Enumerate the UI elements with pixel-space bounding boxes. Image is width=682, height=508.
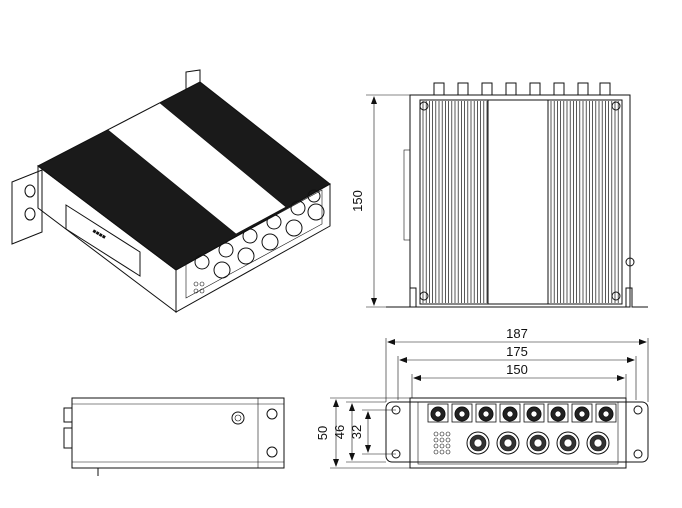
- dim-187: 187: [506, 326, 528, 341]
- heatsink-fins-left: [422, 101, 488, 303]
- dim-32: 32: [349, 425, 364, 439]
- led-dot: [445, 437, 451, 443]
- svg-text:■■■■: ■■■■: [91, 229, 107, 242]
- led-dot: [439, 443, 445, 449]
- dim-175: 175: [506, 344, 528, 359]
- front-port-bottom: [466, 431, 490, 455]
- dim-46: 46: [332, 425, 347, 439]
- bottom-view: [63, 397, 285, 476]
- side-view: 150: [350, 82, 648, 308]
- led-dot: [433, 449, 439, 455]
- front-port-top: [523, 403, 545, 423]
- front-port-top: [451, 403, 473, 423]
- led-dot: [445, 443, 451, 449]
- front-port-bottom: [586, 431, 610, 455]
- led-indicator-grid: [433, 431, 451, 455]
- led-dot: [439, 431, 445, 437]
- front-port-top: [499, 403, 521, 423]
- led-dot: [433, 437, 439, 443]
- front-port-bottom: [496, 431, 520, 455]
- dim-150-front: 150: [506, 362, 528, 377]
- front-port-bottom: [556, 431, 580, 455]
- front-port-top: [547, 403, 569, 423]
- led-dot: [439, 449, 445, 455]
- front-ports-top-row: [427, 403, 617, 423]
- dim-150-side: 150: [350, 190, 365, 212]
- iso-ports: [193, 189, 325, 294]
- dim-50: 50: [315, 426, 330, 440]
- front-port-top: [571, 403, 593, 423]
- led-dot: [433, 431, 439, 437]
- front-port-bottom: [526, 431, 550, 455]
- front-port-top: [427, 403, 449, 423]
- heatsink-fins-right: [550, 101, 619, 303]
- front-port-top: [475, 403, 497, 423]
- front-view: 187 175 150 50 46 32: [315, 326, 649, 469]
- led-dot: [433, 443, 439, 449]
- led-dot: [445, 449, 451, 455]
- isometric-view: ■■■■: [11, 69, 331, 314]
- led-dot: [439, 437, 445, 443]
- front-ports-bottom-row: [466, 431, 610, 455]
- led-dot: [445, 431, 451, 437]
- side-view-top-ports: [433, 82, 611, 96]
- front-port-top: [595, 403, 617, 423]
